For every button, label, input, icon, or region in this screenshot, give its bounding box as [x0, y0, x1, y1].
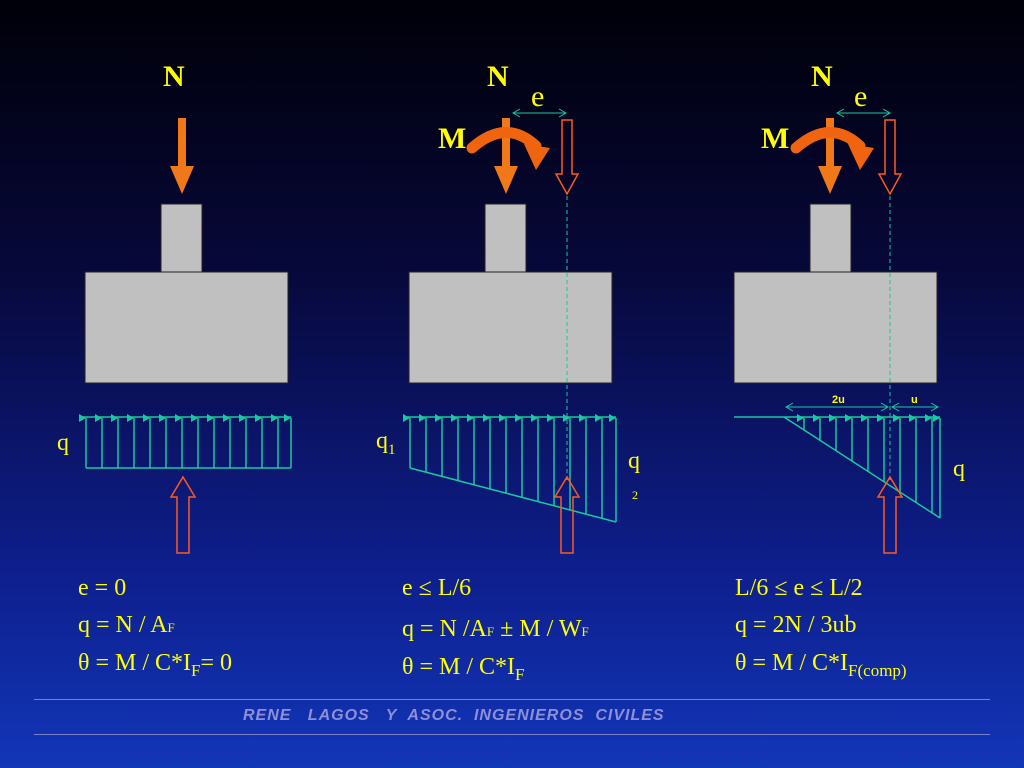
footing-base-2: [408, 271, 613, 384]
moment-arc-2: [466, 127, 542, 154]
dimension-u-tick-right: [930, 402, 940, 412]
resultant-down-arrow-3: [877, 119, 903, 196]
axial-load-label-1: N: [163, 60, 185, 93]
pressure-label-q2-sub: 2: [632, 488, 638, 502]
footer-text: RENE LAGOS Y ASOC. INGENIEROS CIVILES: [243, 707, 665, 724]
soil-reaction-arrow-3: [876, 475, 904, 554]
column-stub-3: [809, 203, 852, 273]
soil-reaction-arrow-2: [553, 475, 581, 554]
dimension-label-2u: 2u: [832, 394, 845, 406]
formula-eccentricity-1: e = 0: [78, 575, 127, 601]
footing-base-3: [733, 271, 938, 384]
load-arrow-2: [494, 118, 518, 194]
dimension-u-tick-left: [890, 402, 900, 412]
pressure-label-q1: q1: [376, 428, 396, 458]
formula-pressure-3: q = 2N / 3ub: [735, 612, 857, 638]
footer-rule-bottom: [34, 734, 990, 735]
formula-pressure-1: q = N / AF: [78, 612, 175, 638]
formula-rotation-3: θ = M / C*IF(comp): [735, 650, 907, 680]
footing-base-1: [84, 271, 289, 384]
formula-pressure-2: q = N /AF ± M / WF: [402, 616, 589, 642]
formula-rotation-2: θ = M / C*IF: [402, 654, 525, 684]
pressure-label-1: q: [57, 430, 69, 456]
column-stub-2: [484, 203, 527, 273]
formula-eccentricity-2: e ≤ L/6: [402, 575, 472, 601]
moment-label-2: M: [438, 122, 467, 155]
resultant-down-arrow-2: [554, 119, 580, 196]
axial-load-label-2: N: [487, 60, 509, 93]
load-arrow-1: [170, 118, 194, 194]
eccentricity-label-2: e: [531, 80, 545, 113]
moment-arrowhead-3: [848, 144, 874, 170]
pressure-label-3: q: [953, 456, 965, 482]
column-stub-1: [160, 203, 203, 273]
axial-load-label-3: N: [811, 60, 833, 93]
pressure-bottom-2: [409, 467, 617, 523]
moment-arrowhead-2: [524, 144, 550, 170]
pressure-label-q2: q: [628, 448, 640, 474]
soil-reaction-arrow-1: [169, 475, 197, 554]
eccentricity-tick-left-2: [511, 108, 521, 118]
eccentricity-tick-right-2: [558, 108, 568, 118]
formula-rotation-1: θ = M / C*IF= 0: [78, 650, 233, 680]
dimension-2u-tick-right: [880, 402, 890, 412]
moment-arrow-2: [466, 127, 550, 170]
load-arrow-3: [818, 118, 842, 194]
dimension-label-u: u: [911, 394, 918, 406]
moment-arc-3: [790, 127, 866, 154]
moment-arrow-3: [790, 127, 874, 170]
moment-label-3: M: [761, 122, 790, 155]
dimension-2u-tick-left: [784, 402, 794, 412]
pressure-bottom-3: [783, 416, 941, 519]
eccentricity-label-3: e: [854, 80, 868, 113]
eccentricity-tick-left-3: [835, 108, 845, 118]
eccentricity-tick-right-3: [882, 108, 892, 118]
footer-rule-top: [34, 699, 990, 700]
formula-eccentricity-3: L/6 ≤ e ≤ L/2: [735, 575, 863, 601]
